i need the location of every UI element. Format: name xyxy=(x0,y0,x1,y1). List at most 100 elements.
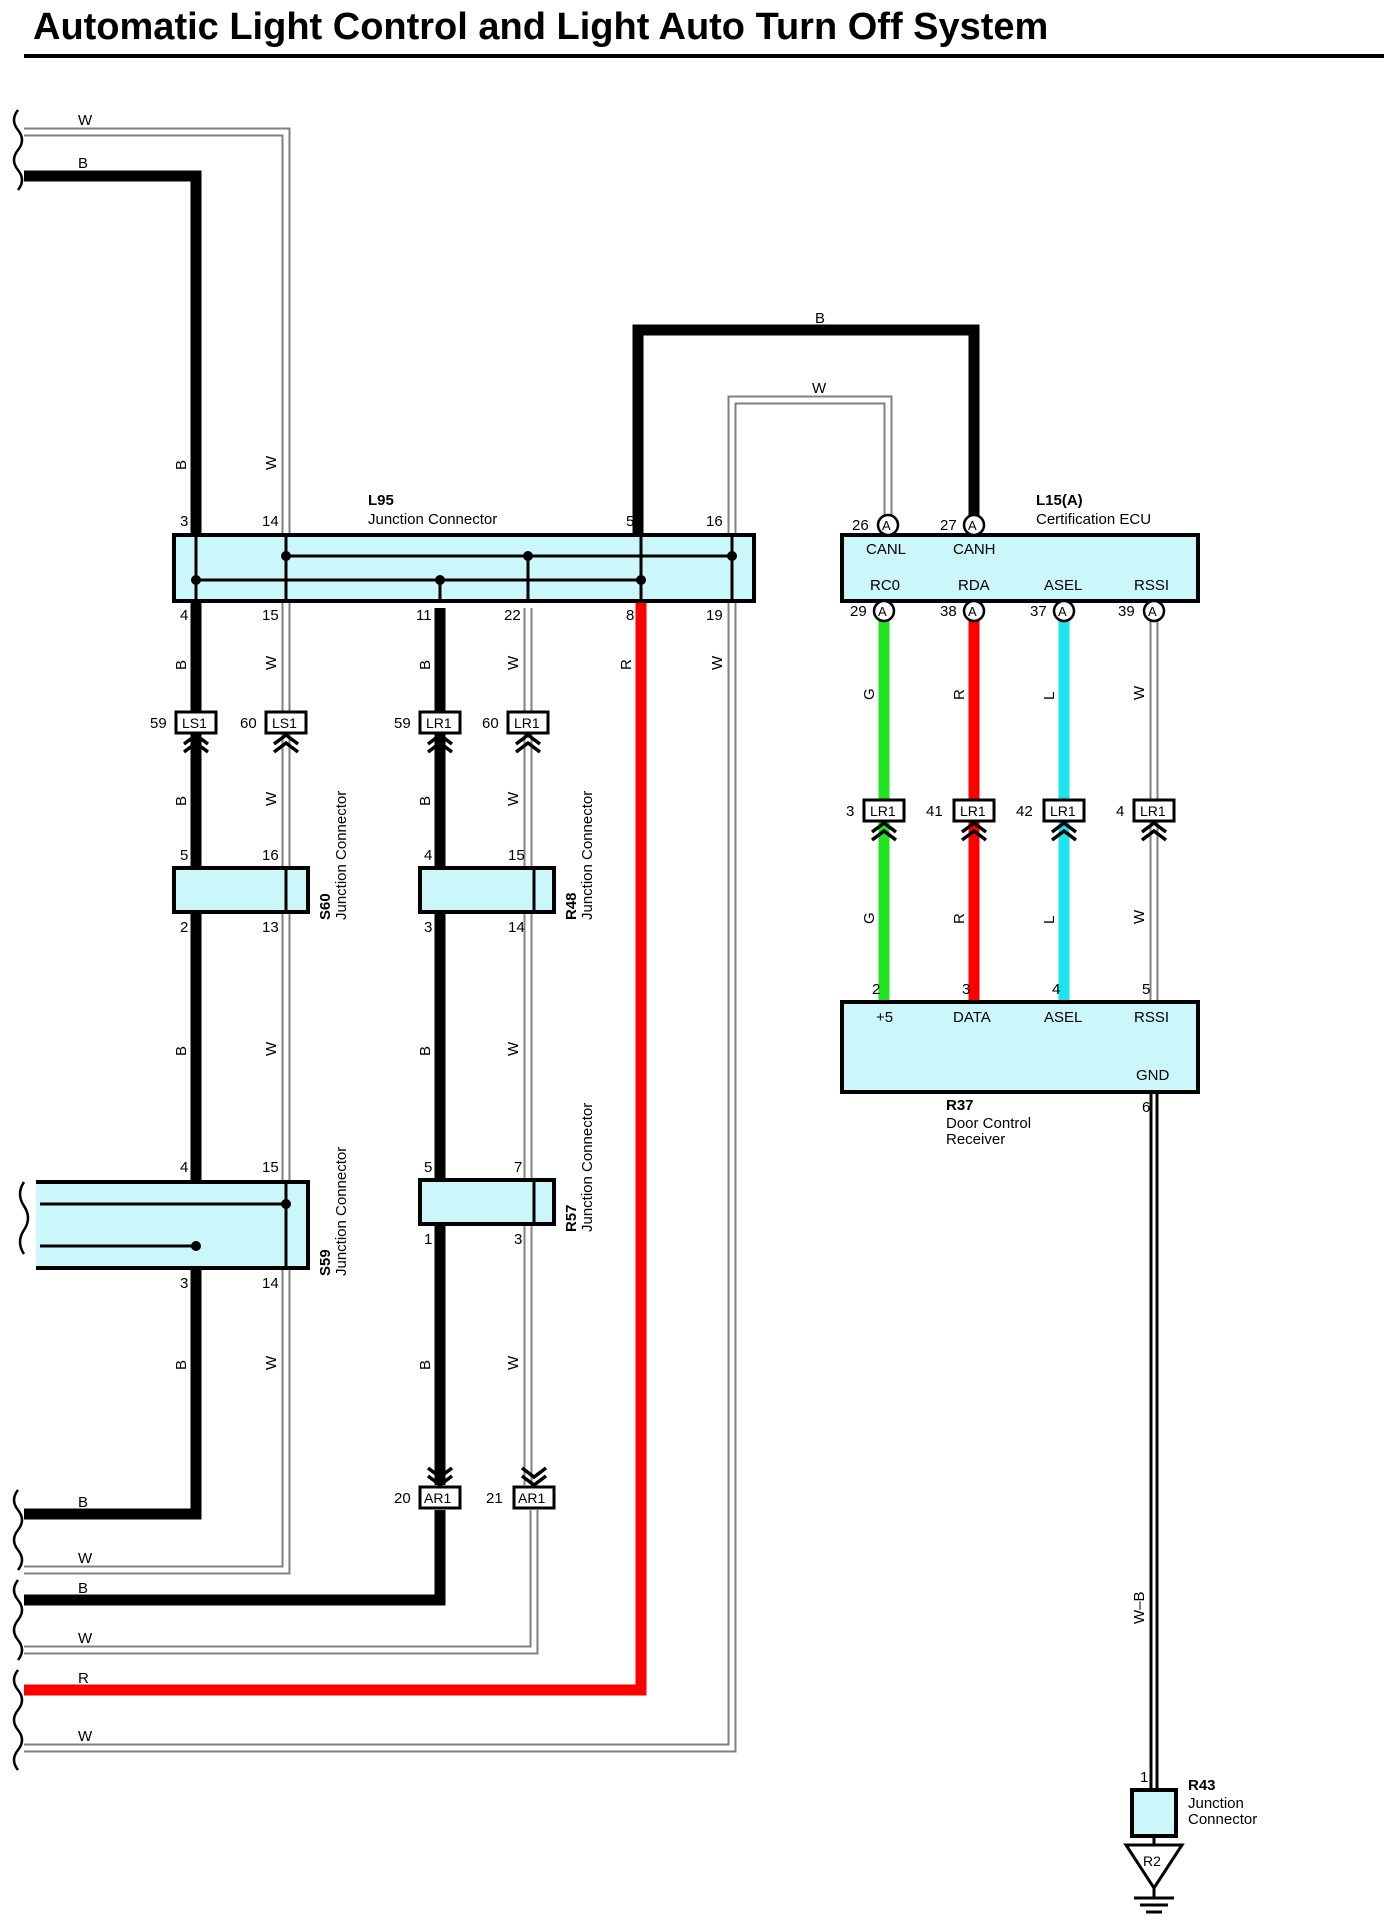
terminal-label: RC0 xyxy=(870,577,900,594)
connector-label: AR1 xyxy=(424,1490,451,1506)
s59-junction-connector xyxy=(36,1180,310,1270)
pin-number: 16 xyxy=(706,513,723,530)
ecu-pin-markers xyxy=(872,513,1166,623)
wire-label: W xyxy=(78,1728,93,1745)
r48-desc: Junction Connector xyxy=(579,791,596,920)
title-underline xyxy=(24,54,1384,58)
pin-number: 4 xyxy=(180,607,188,624)
s59-desc: Junction Connector xyxy=(333,1147,350,1276)
inline-connectors xyxy=(174,710,1176,1510)
s59-code: S59 xyxy=(317,1249,334,1276)
wire-label: W xyxy=(505,655,522,670)
wire-label: W xyxy=(263,791,280,806)
pin-number: 4 xyxy=(180,1159,188,1176)
rotated-labels: B W B W B W R W B W B W B W B W B W B W … xyxy=(173,455,1148,1624)
wire-label: B xyxy=(417,796,434,806)
pin-number: 15 xyxy=(262,1159,279,1176)
wire-label: B xyxy=(417,660,434,670)
connector-label: LR1 xyxy=(514,715,540,731)
connector-label: LR1 xyxy=(870,803,896,819)
l15-desc: Certification ECU xyxy=(1036,511,1151,528)
wire-label: R xyxy=(951,689,968,700)
terminal-label: DATA xyxy=(953,1009,991,1026)
pin-number: 3 xyxy=(846,803,854,820)
r48-code: R48 xyxy=(563,892,580,920)
pin-number: 14 xyxy=(508,919,525,936)
wire-b-ar1-out xyxy=(24,1510,446,1606)
terminal-label: +5 xyxy=(876,1009,893,1026)
pin-number: 22 xyxy=(504,607,521,624)
wire-label: R xyxy=(618,659,635,670)
wire-label: L xyxy=(1041,692,1058,700)
pin-number: 19 xyxy=(706,607,723,624)
wire-label: W xyxy=(1131,909,1148,924)
pin-number: 41 xyxy=(926,803,943,820)
pin-mark: A xyxy=(878,604,887,619)
wire-label: L xyxy=(1041,916,1058,924)
text-labels: W B B W B W B W R W L95 Junction Connect… xyxy=(78,112,1257,1869)
pin-number: 2 xyxy=(180,919,188,936)
s60-desc: Junction Connector xyxy=(333,791,350,920)
r37-door-control-receiver xyxy=(840,1000,1200,1094)
pin-number: 20 xyxy=(394,1490,411,1507)
pin-number: 16 xyxy=(262,847,279,864)
pin-number: 4 xyxy=(1052,981,1060,998)
connector-label: LR1 xyxy=(1050,803,1076,819)
wire-label: W xyxy=(78,1630,93,1647)
wire-label: W xyxy=(505,1355,522,1370)
pin-number: 5 xyxy=(180,847,188,864)
l95-desc: Junction Connector xyxy=(368,511,497,528)
pin-number: 42 xyxy=(1016,803,1033,820)
wire-label: W xyxy=(263,455,280,470)
wire-label: R xyxy=(78,1670,89,1687)
r57-desc: Junction Connector xyxy=(579,1103,596,1232)
l15-code: L15(A) xyxy=(1036,492,1083,509)
wire-label: B xyxy=(173,1360,190,1370)
pin-number: 2 xyxy=(872,981,880,998)
r2-code: R2 xyxy=(1143,1853,1161,1869)
r43-code: R43 xyxy=(1188,1777,1216,1794)
wire-label: B xyxy=(173,460,190,470)
pin-number: 39 xyxy=(1118,603,1135,620)
pin-number: 11 xyxy=(416,607,432,624)
pin-number: 14 xyxy=(262,513,279,530)
wire-label: R xyxy=(951,913,968,924)
terminal-label: ASEL xyxy=(1044,1009,1082,1026)
r43-desc: Junction xyxy=(1188,1795,1244,1812)
r57-junction-connector xyxy=(418,1178,556,1226)
pin-number: 5 xyxy=(1142,981,1150,998)
wire-label: W xyxy=(263,1041,280,1056)
pin-number: 13 xyxy=(262,919,279,936)
wire-label: B xyxy=(78,1580,88,1597)
wire-w-ar1-21 xyxy=(24,1510,539,1655)
connector-label: LS1 xyxy=(182,715,207,731)
wire-b-left-main xyxy=(24,170,202,1520)
pin-number: 26 xyxy=(852,517,869,534)
wire-label: W xyxy=(505,1041,522,1056)
wire-label: W–B xyxy=(1131,1591,1148,1624)
wire-label: B xyxy=(173,660,190,670)
pin-number: 4 xyxy=(424,847,432,864)
pin-number: 5 xyxy=(626,513,634,530)
pin-mark: A xyxy=(968,518,977,533)
wire-label: W xyxy=(1131,685,1148,700)
pin-number: 5 xyxy=(424,1159,432,1176)
pin-number: 21 xyxy=(486,1490,503,1507)
wire-label: W xyxy=(263,1355,280,1370)
wire-w-top-left xyxy=(24,127,291,1575)
terminal-label: RSSI xyxy=(1134,1009,1169,1026)
l15-certification-ecu xyxy=(840,533,1200,603)
r2-ground-symbol xyxy=(1123,1843,1185,1914)
pin-number: 15 xyxy=(262,607,279,624)
connector-label: LS1 xyxy=(272,715,297,731)
terminal-label: ASEL xyxy=(1044,577,1082,594)
wire-label: B xyxy=(417,1046,434,1056)
r37-code: R37 xyxy=(946,1097,974,1114)
terminal-label: GND xyxy=(1136,1067,1170,1084)
pin-number: 14 xyxy=(262,1275,279,1292)
pin-number: 6 xyxy=(1142,1099,1150,1116)
r57-code: R57 xyxy=(563,1204,580,1232)
pin-number: 4 xyxy=(1116,803,1124,820)
pin-number: 15 xyxy=(508,847,525,864)
